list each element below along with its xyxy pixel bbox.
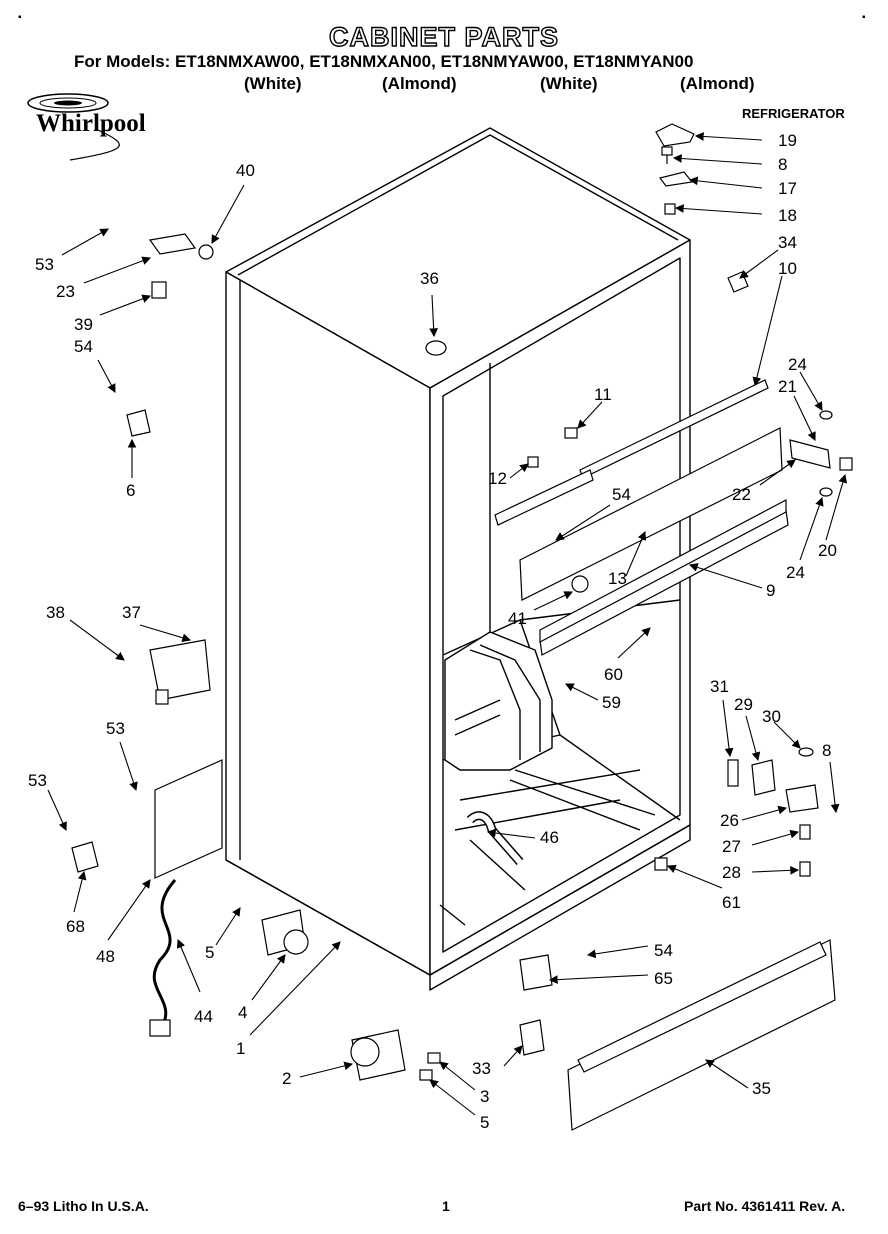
whirlpool-logo: Whirlpool	[27, 93, 146, 161]
callout-8: 8	[778, 155, 787, 174]
models-line: For Models: ET18NMXAW00, ET18NMXAN00, ET…	[74, 52, 694, 71]
callout-10: 10	[778, 259, 797, 278]
leader-lines	[47, 132, 848, 1116]
callout-5: 5	[205, 943, 214, 962]
callout-60: 60	[604, 665, 623, 684]
callout-65: 65	[654, 969, 673, 988]
callout-41: 41	[508, 609, 527, 628]
callout-9: 9	[766, 581, 775, 600]
page-title: CABINET PARTS	[328, 21, 559, 52]
callout-24: 24	[788, 355, 807, 374]
callout-39: 39	[74, 315, 93, 334]
callout-37: 37	[122, 603, 141, 622]
callout-53: 53	[106, 719, 125, 738]
color-label-2: (Almond)	[382, 74, 457, 93]
callout-11: 11	[594, 385, 612, 404]
callout-54: 54	[74, 337, 93, 356]
callout-20: 20	[818, 541, 837, 560]
callout-29: 29	[734, 695, 753, 714]
callout-68: 68	[66, 917, 85, 936]
callout-40: 40	[236, 161, 255, 180]
callout-13: 13	[608, 569, 627, 588]
callout-17: 17	[778, 179, 797, 198]
callout-3: 3	[480, 1087, 489, 1106]
callout-19: 19	[778, 131, 797, 150]
callout-27: 27	[722, 837, 741, 856]
callout-36: 36	[420, 269, 439, 288]
callout-33: 33	[472, 1059, 491, 1078]
footer-litho: 6–93 Litho In U.S.A.	[18, 1198, 149, 1214]
callout-35: 35	[752, 1079, 771, 1098]
callout-54: 54	[654, 941, 673, 960]
callout-30: 30	[762, 707, 781, 726]
footer-part-number: Part No. 4361411 Rev. A.	[684, 1198, 846, 1214]
callout-46: 46	[540, 828, 559, 847]
part-shapes	[71, 123, 853, 1131]
callout-1: 1	[236, 1039, 245, 1058]
callout-48: 48	[96, 947, 115, 966]
callout-8: 8	[822, 741, 831, 760]
callout-4: 4	[238, 1003, 247, 1022]
product-label: REFRIGERATOR	[742, 106, 845, 121]
callout-34: 34	[778, 233, 797, 252]
callout-6: 6	[126, 481, 135, 500]
callout-24: 24	[786, 563, 805, 582]
callout-2: 2	[282, 1069, 291, 1088]
cabinet-body	[225, 127, 691, 991]
corner-mark-left: ▪	[18, 12, 22, 23]
footer-page-number: 1	[442, 1198, 450, 1214]
callout-59: 59	[602, 693, 621, 712]
callout-53: 53	[28, 771, 47, 790]
svg-text:Whirlpool: Whirlpool	[36, 110, 146, 137]
callout-54: 54	[612, 485, 631, 504]
callout-12: 12	[488, 469, 507, 488]
callout-44: 44	[194, 1007, 213, 1026]
callout-31: 31	[710, 677, 729, 696]
color-label-4: (Almond)	[680, 74, 755, 93]
color-label-1: (White)	[244, 74, 302, 93]
callout-22: 22	[732, 485, 751, 504]
callout-38: 38	[46, 603, 65, 622]
callout-53: 53	[35, 255, 54, 274]
callout-26: 26	[720, 811, 739, 830]
color-label-3: (White)	[540, 74, 598, 93]
corner-mark-right: ▪	[862, 12, 866, 23]
callout-28: 28	[722, 863, 741, 882]
callout-23: 23	[56, 282, 75, 301]
callout-21: 21	[778, 377, 797, 396]
callout-labels: 19 8 17 18 34 10 24 21 22 24 20 40 53 23…	[28, 131, 837, 1132]
callout-61: 61	[722, 893, 741, 912]
callout-18: 18	[778, 206, 797, 225]
callout-5: 5	[480, 1113, 489, 1132]
